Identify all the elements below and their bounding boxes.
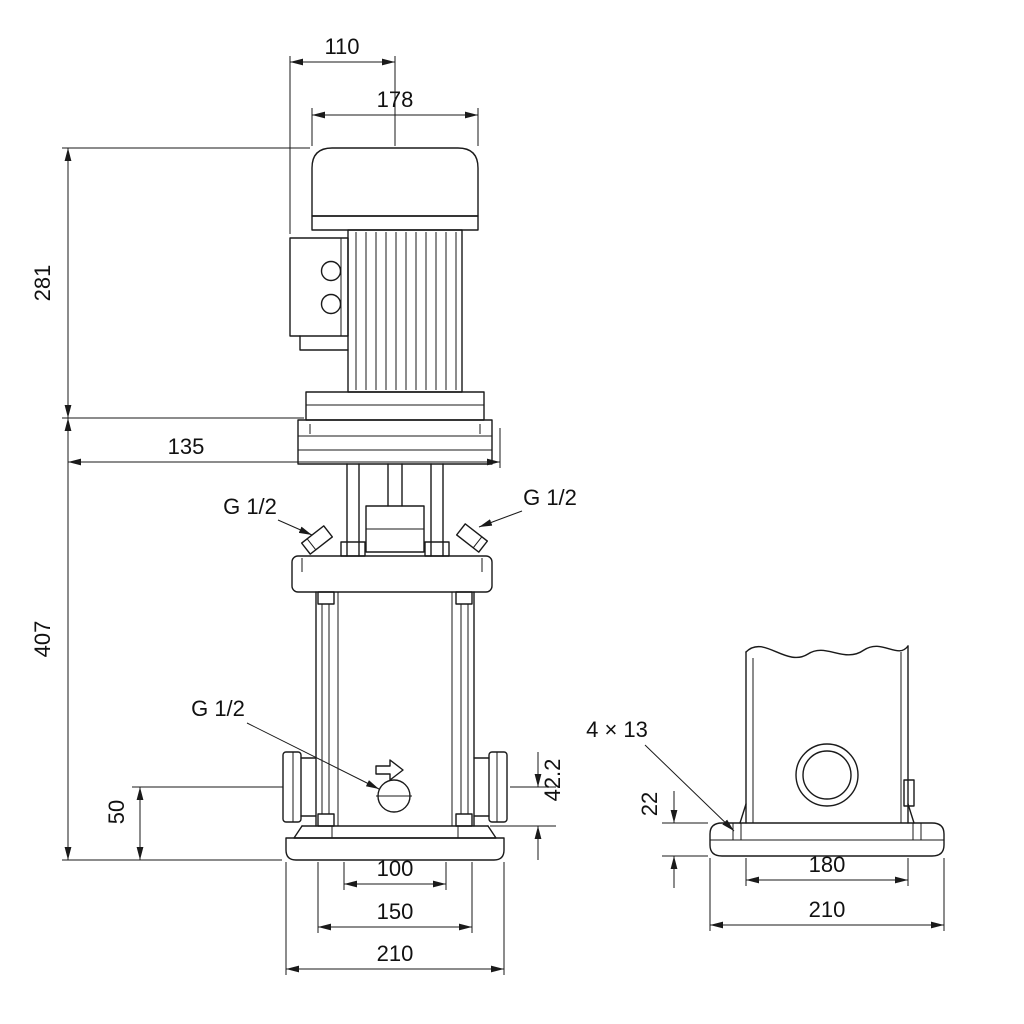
- end-shield: [311, 215, 479, 231]
- stool-bolts: [309, 424, 481, 434]
- leader-vent-right: [478, 510, 523, 528]
- chamber-stack: [315, 591, 475, 827]
- dim-42-label: 42.2: [540, 759, 565, 802]
- base-ribs: [331, 826, 459, 838]
- motor-stool: [297, 419, 493, 557]
- dimensions-side: 4 × 13 22 180 210: [586, 717, 945, 931]
- fan-cover: [311, 147, 479, 217]
- vent-plug-right: [455, 523, 489, 553]
- cable-entry-hole: [320, 260, 342, 282]
- dim-180-label: 180: [809, 852, 846, 877]
- base-bolt-holes: [732, 823, 922, 840]
- dim-135-label: 135: [168, 434, 205, 459]
- side-sleeve: [739, 645, 915, 824]
- vent-left-label: G 1/2: [223, 494, 277, 519]
- drain-plug: [375, 759, 412, 813]
- dim-50-label: 50: [104, 800, 129, 824]
- dim-150-label: 150: [377, 899, 414, 924]
- staybolt-nut: [455, 813, 473, 827]
- dim-407-label: 407: [30, 621, 55, 658]
- dim-178-label: 178: [377, 87, 414, 112]
- leader-base-holes: [644, 744, 735, 832]
- leader-vent-left: [277, 519, 313, 536]
- terminal-box-step: [299, 335, 349, 351]
- base: [285, 825, 505, 861]
- drain-label: G 1/2: [191, 696, 245, 721]
- leg-foot: [424, 541, 450, 557]
- head-bolts: [301, 558, 483, 572]
- dim-210-side-label: 210: [809, 897, 846, 922]
- cooling-fins: [355, 232, 457, 390]
- dimensions-front: 110 178 281 135 407 G 1/2 G 1/2 G 1/2 50…: [30, 34, 577, 975]
- stool-legs: [346, 463, 444, 557]
- base-holes-label: 4 × 13: [586, 717, 648, 742]
- side-view: 4 × 13 22 180 210: [586, 645, 945, 931]
- motor: [289, 147, 485, 421]
- flow-direction-arrow: [375, 759, 404, 781]
- leg-foot: [340, 541, 366, 557]
- side-feet: [739, 803, 915, 824]
- front-view: 110 178 281 135 407 G 1/2 G 1/2 G 1/2 50…: [30, 34, 577, 975]
- dim-22-label: 22: [637, 792, 662, 816]
- dim-100-label: 100: [377, 856, 414, 881]
- extension-lines: [62, 56, 556, 975]
- cable-entry-hole: [320, 293, 342, 315]
- side-tab: [903, 779, 915, 807]
- stator-body: [347, 229, 463, 393]
- motor-flange: [305, 391, 485, 421]
- side-port: [795, 743, 859, 807]
- suction-port: [282, 751, 317, 823]
- dim-110-label: 110: [324, 34, 359, 59]
- inner-sleeve: [337, 592, 453, 826]
- extension-lines: [662, 822, 945, 931]
- outer-sleeve: [315, 591, 475, 827]
- coupling: [365, 463, 425, 553]
- leader-drain: [246, 722, 380, 790]
- pump-head: [291, 555, 493, 593]
- shaft: [387, 463, 403, 507]
- dim-281-label: 281: [30, 265, 55, 302]
- discharge-port: [473, 751, 508, 823]
- side-base: [709, 822, 945, 857]
- vent-right-label: G 1/2: [523, 485, 577, 510]
- vent-plug-left: [300, 525, 334, 555]
- staybolt-nut: [455, 591, 473, 605]
- staybolt-nut: [317, 591, 335, 605]
- staybolts: [321, 604, 469, 814]
- break-line: [745, 645, 909, 659]
- staybolt-nut: [317, 813, 335, 827]
- stool-plate: [297, 419, 493, 465]
- dim-210-label: 210: [377, 941, 414, 966]
- terminal-box: [289, 237, 349, 337]
